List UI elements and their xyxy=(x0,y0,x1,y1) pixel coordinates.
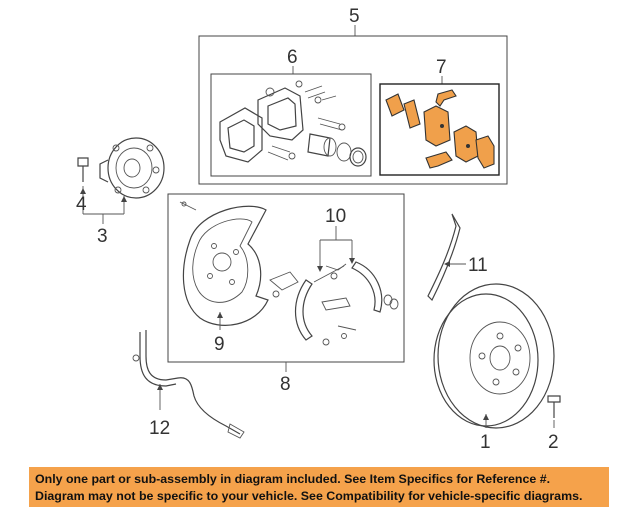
disclaimer-banner: Only one part or sub-assembly in diagram… xyxy=(29,467,609,507)
callout-5: 5 xyxy=(349,6,360,27)
rotor-screw xyxy=(547,395,561,428)
callout-6: 6 xyxy=(287,47,298,68)
group-box-6 xyxy=(210,66,372,177)
group-box-5 xyxy=(198,25,508,185)
abs-sensor-cable xyxy=(132,330,245,439)
brake-hose xyxy=(427,213,466,302)
group-box-8 xyxy=(167,193,405,372)
callout-12: 12 xyxy=(149,418,170,439)
caliper-assembly xyxy=(219,80,367,167)
brake-pads xyxy=(385,89,495,169)
callout-7: 7 xyxy=(436,57,447,78)
callout-9: 9 xyxy=(214,334,225,355)
backing-plate xyxy=(179,201,269,330)
brake-shoes xyxy=(269,226,399,346)
callout-2: 2 xyxy=(548,432,559,453)
callout-3: 3 xyxy=(97,226,108,247)
hub-assembly xyxy=(99,137,165,199)
disclaimer-line-1: Only one part or sub-assembly in diagram… xyxy=(35,472,551,486)
callout-4: 4 xyxy=(76,194,87,215)
disclaimer-line-2: Diagram may not be specific to your vehi… xyxy=(35,489,583,503)
group-box-7 xyxy=(379,76,500,176)
callout-10: 10 xyxy=(325,206,346,227)
callout-8: 8 xyxy=(280,374,291,395)
hub-bolt xyxy=(77,157,89,182)
callout-1: 1 xyxy=(480,432,491,453)
brake-rotor xyxy=(433,283,555,429)
callout-lines-3-4 xyxy=(80,186,127,224)
callout-11: 11 xyxy=(468,255,488,276)
